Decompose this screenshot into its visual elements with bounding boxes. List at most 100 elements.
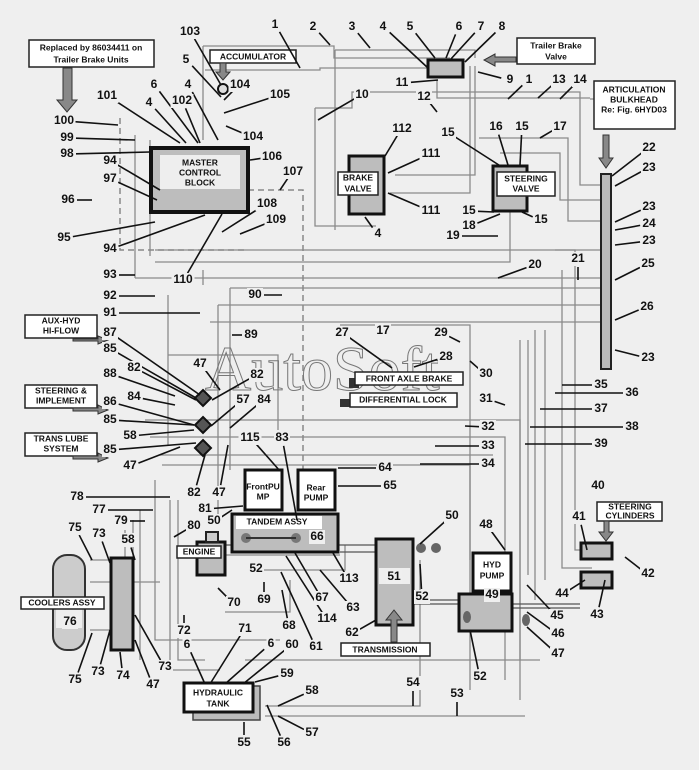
callout-7: 7 <box>478 19 485 33</box>
hyd-pump-label-2: PUMP <box>480 570 505 580</box>
callout-background <box>478 367 494 381</box>
leader-line <box>219 444 229 486</box>
callout-58: 58 <box>305 683 319 697</box>
front-pump-label-2: MP <box>257 491 270 501</box>
callout-60: 60 <box>285 637 299 651</box>
engine-label: ENGINE <box>183 546 216 556</box>
callout-background <box>56 231 72 245</box>
callout-background <box>102 395 118 409</box>
leader-line <box>101 541 111 564</box>
leader-line <box>118 442 197 451</box>
leader-line <box>204 369 221 391</box>
callout-24: 24 <box>642 216 656 230</box>
callout-4: 4 <box>380 19 387 33</box>
callout-103: 103 <box>180 24 200 38</box>
trans-lube-note: TRANS LUBE SYSTEM <box>24 432 110 463</box>
callout-background <box>449 687 465 701</box>
callout-50: 50 <box>207 513 221 527</box>
leader-line <box>419 520 446 545</box>
callout-40: 40 <box>591 478 605 492</box>
trailer-brake-label-2: Valve <box>545 51 567 61</box>
callout-23: 23 <box>642 233 656 247</box>
callout-background <box>186 486 202 500</box>
callout-80: 80 <box>187 518 201 532</box>
callout-5: 5 <box>183 52 190 66</box>
callout-background <box>281 619 297 633</box>
callout-background <box>102 268 118 282</box>
callout-background <box>243 328 259 342</box>
callout-background <box>461 204 477 218</box>
callout-background <box>641 234 657 248</box>
callout-background <box>149 78 159 92</box>
callout-background <box>206 514 222 528</box>
callout-background <box>549 609 565 623</box>
callout-background <box>157 660 173 674</box>
callout-77: 77 <box>92 502 106 516</box>
callout-background <box>183 78 193 92</box>
aux-label-2: HI-FLOW <box>43 325 80 335</box>
callout-18: 18 <box>462 218 476 232</box>
accumulator-icon <box>217 83 229 95</box>
manifold-valves <box>193 388 213 458</box>
leader-line <box>278 31 301 69</box>
callout-50: 50 <box>445 508 459 522</box>
leader-line <box>419 563 423 590</box>
leader-line <box>455 136 503 168</box>
callout-background <box>641 161 657 175</box>
leader-line <box>449 32 476 61</box>
leader-line <box>469 629 479 670</box>
callout-75: 75 <box>68 672 82 686</box>
callout-52: 52 <box>473 669 487 683</box>
callout-background <box>235 393 251 407</box>
leader-line <box>118 214 206 248</box>
leader-line <box>559 84 575 100</box>
leader-line <box>614 349 640 357</box>
callout-112: 112 <box>392 121 412 135</box>
leader-line <box>217 587 229 599</box>
callout-background <box>226 596 242 610</box>
leader-line <box>526 626 552 650</box>
callout-background <box>248 562 264 576</box>
callout-11: 11 <box>396 75 409 89</box>
articulation-label-2: BULKHEAD <box>610 94 658 104</box>
callout-55: 55 <box>237 735 251 749</box>
callout-background <box>624 386 640 400</box>
callout-20: 20 <box>528 257 542 271</box>
callout-113: 113 <box>339 571 359 585</box>
front-axle-brake: FRONT AXLE BRAKE <box>349 371 464 388</box>
steer-impl-label-2: IMPLEMENT <box>36 395 87 405</box>
leader-line <box>477 71 502 79</box>
callout-background <box>284 638 300 652</box>
callout-background <box>281 165 305 179</box>
leader-line <box>117 164 161 191</box>
front-pump-label: FrontPU <box>246 481 280 491</box>
callout-23: 23 <box>642 160 656 174</box>
callout-31: 31 <box>479 391 493 405</box>
callout-36: 36 <box>625 385 639 399</box>
leader-line <box>497 134 509 166</box>
accumulator-label: ACCUMULATOR <box>220 51 286 61</box>
callout-background <box>67 673 83 687</box>
callout-background <box>145 678 161 692</box>
callout-background <box>514 120 530 134</box>
callout-47: 47 <box>551 646 565 660</box>
down-arrow-icon <box>55 67 79 113</box>
callout-background <box>211 486 227 500</box>
callout-background <box>347 20 357 34</box>
tank-label-2: TANK <box>207 698 231 708</box>
leader-line <box>614 209 642 223</box>
callout-background <box>444 509 460 523</box>
leader-line <box>448 335 461 343</box>
leader-line <box>469 360 480 370</box>
callout-114: 114 <box>317 611 337 625</box>
steering-valve-label-2: VALVE <box>512 183 539 193</box>
callout-background <box>102 306 118 320</box>
callout-15: 15 <box>515 119 529 133</box>
callout-background <box>249 368 265 382</box>
callout-57: 57 <box>236 392 250 406</box>
callout-background <box>382 479 398 493</box>
callout-87: 87 <box>103 325 117 339</box>
callout-82: 82 <box>127 360 141 374</box>
hyd-pump-label: HYD <box>483 559 501 569</box>
callout-105: 105 <box>270 87 290 101</box>
